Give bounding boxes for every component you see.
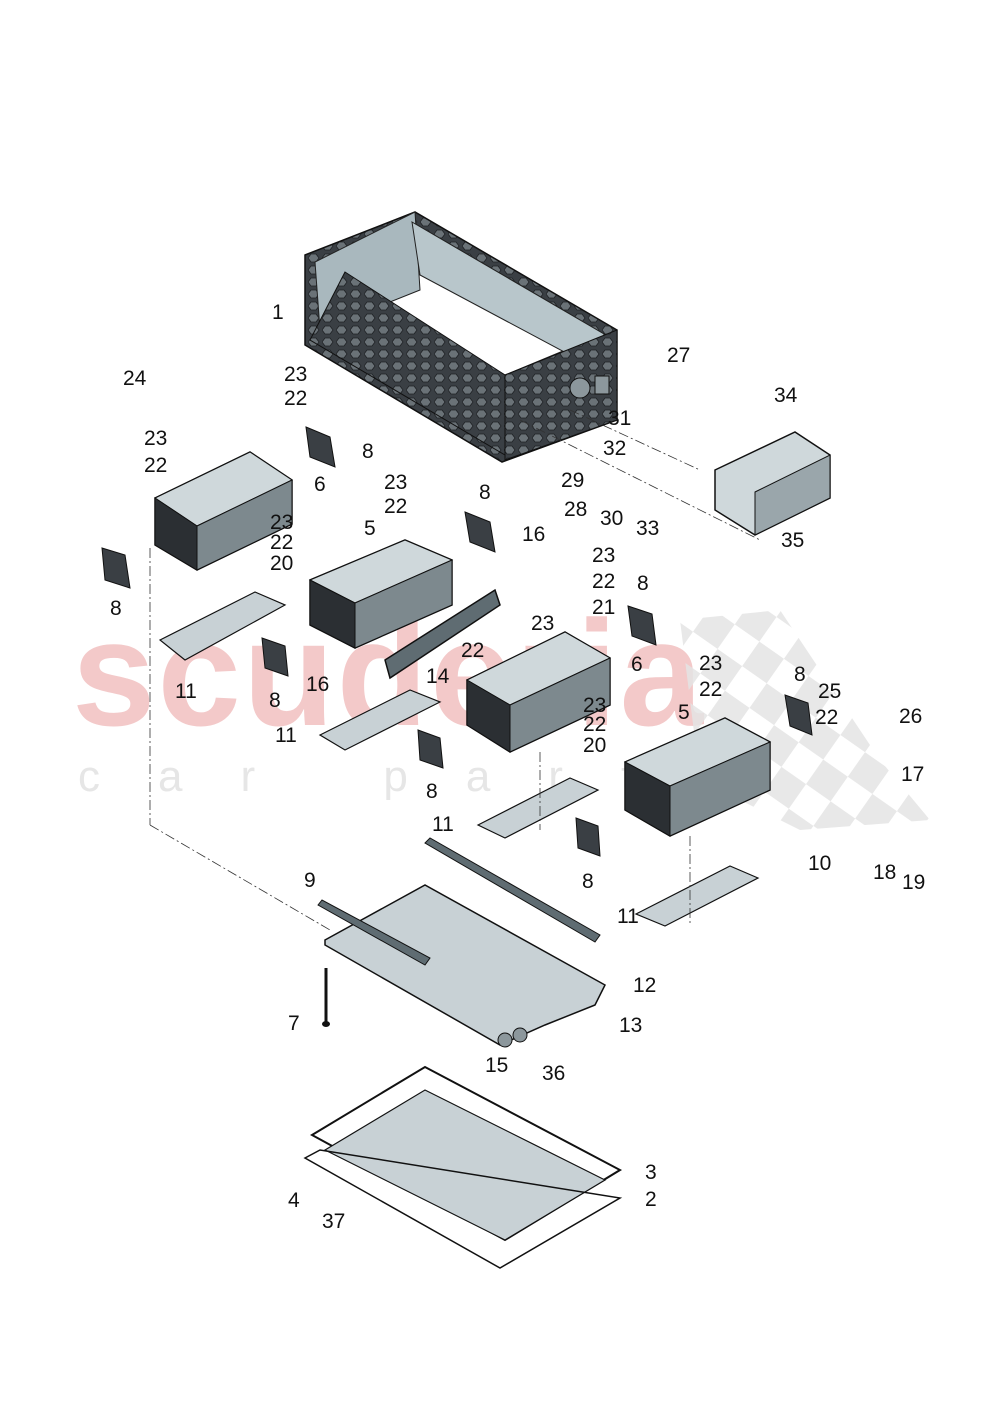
part-11-thermal-pads [158,591,760,927]
part-6-battery-module-b [465,631,612,753]
callout-3: 3 [645,1161,657,1184]
callout-11: 11 [432,813,454,836]
callout-8: 8 [426,780,438,803]
callout-8: 8 [637,572,649,595]
part-14-cover-plate [384,588,501,680]
callout-14: 14 [426,665,450,688]
callout-20: 20 [583,734,607,757]
callout-6: 6 [631,653,643,676]
callout-23: 23 [699,652,723,675]
callout-4: 4 [288,1189,300,1212]
callout-8: 8 [269,689,281,712]
callout-8: 8 [794,663,806,686]
callout-25: 25 [818,680,842,703]
callout-34: 34 [774,384,798,407]
callout-33: 33 [636,517,660,540]
callout-2: 2 [645,1188,657,1211]
callout-27: 27 [667,344,691,367]
callout-17: 17 [901,763,925,786]
callout-1: 1 [272,301,284,324]
callout-5: 5 [364,517,376,540]
callout-8: 8 [362,440,374,463]
callout-9: 9 [304,869,316,892]
callout-29: 29 [561,469,585,492]
callout-21: 21 [592,596,616,619]
callout-23: 23 [284,363,308,386]
part-12-base-plate [317,837,606,1048]
callout-22: 22 [815,706,839,729]
callout-13: 13 [619,1014,643,1037]
part-7-bolt [322,968,330,1027]
callout-19: 19 [902,871,926,894]
callout-22: 22 [384,495,408,518]
part-5-battery-module-b [623,717,772,837]
part-2-bottom-tray [303,1089,623,1269]
callout-22: 22 [284,387,308,410]
callout-5: 5 [678,701,690,724]
callout-22: 22 [144,454,168,477]
callout-37: 37 [322,1210,346,1233]
part-34-control-unit [714,431,831,536]
callout-23: 23 [531,612,555,635]
callout-20: 20 [270,552,294,575]
callout-23: 23 [270,511,294,534]
assembly-lines [149,409,761,931]
callout-10: 10 [808,852,832,875]
callout-6: 6 [314,473,326,496]
callout-23: 23 [384,471,408,494]
callout-26: 26 [899,705,923,728]
callout-31: 31 [608,407,632,430]
callout-15: 15 [485,1054,509,1077]
part-5-battery-module-a [308,539,454,649]
callout-8: 8 [479,481,491,504]
callout-16: 16 [306,673,330,696]
callout-28: 28 [564,498,588,521]
callout-32: 32 [603,437,627,460]
callout-12: 12 [633,974,657,997]
callout-23: 23 [144,427,168,450]
callout-8: 8 [582,870,594,893]
callout-22: 22 [592,570,616,593]
callout-16: 16 [522,523,546,546]
callout-35: 35 [781,529,805,552]
callout-11: 11 [617,905,639,928]
callout-22: 22 [699,678,723,701]
callout-11: 11 [175,680,197,703]
callout-30: 30 [600,507,624,530]
callout-11: 11 [275,724,297,747]
callout-18: 18 [873,861,897,884]
callout-22: 22 [270,531,294,554]
callout-22: 22 [461,639,485,662]
callout-7: 7 [288,1012,300,1035]
part-1-housing-frame [304,211,618,463]
part-6-battery-module-a [153,451,294,571]
callout-24: 24 [123,367,147,390]
callout-22: 22 [583,713,607,736]
callout-23: 23 [592,544,616,567]
callout-8: 8 [110,597,122,620]
callout-36: 36 [542,1062,566,1085]
callout-23: 23 [583,694,607,717]
part-8-brackets [101,426,813,857]
